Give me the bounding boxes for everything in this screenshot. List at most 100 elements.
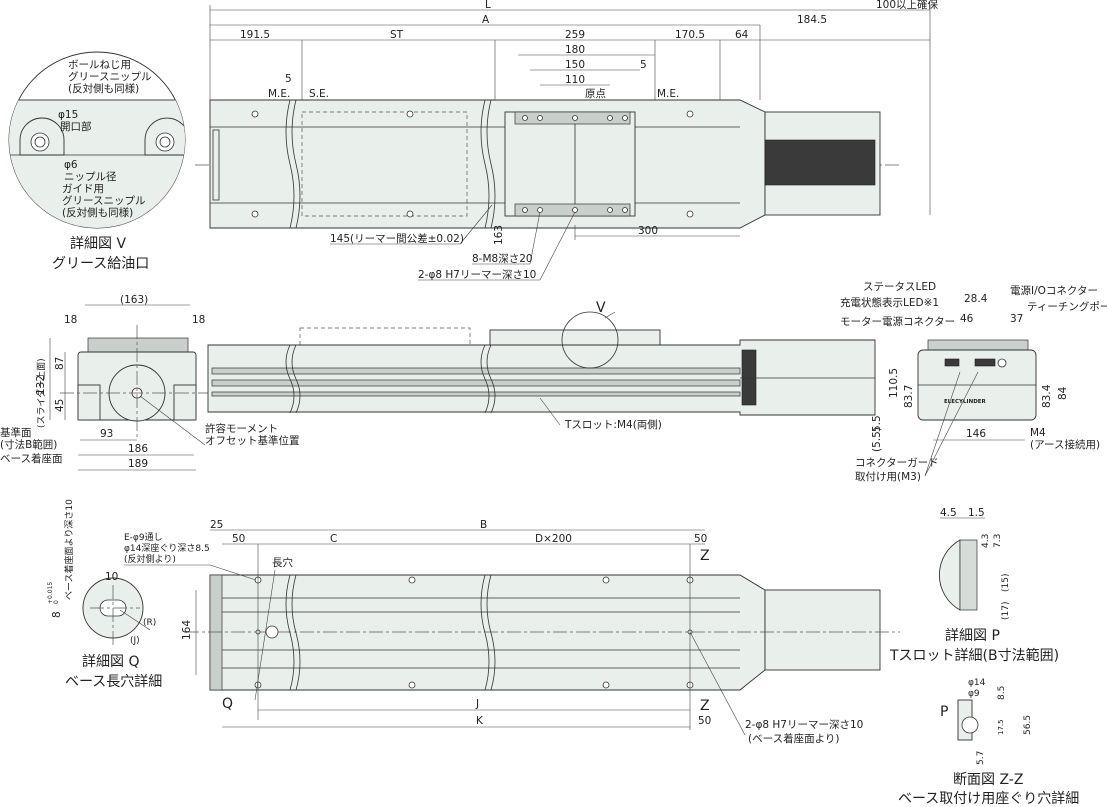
note-guide: ガイド用 (62, 183, 104, 195)
motor-fins (764, 139, 876, 186)
note-e-phi9: E-φ9通し (124, 532, 163, 543)
dim-15: (15) (1001, 574, 1011, 592)
dim-R: (R) (143, 618, 156, 628)
dim-8: 8 (51, 611, 63, 618)
dim-5-left: 5 (285, 73, 292, 85)
label-me-right: M.E. (657, 88, 679, 100)
dim-phi6: φ6 (64, 159, 78, 171)
label-status-led: ステータスLED (863, 281, 936, 293)
dim-phi15: φ15 (58, 109, 78, 121)
dim-phi9: φ9 (968, 689, 980, 699)
detail-q: 10 (R) (J) 8 +0.015 0 ベース着座面より深さ10 詳細図 Q… (47, 499, 162, 690)
dim-93: 93 (100, 428, 113, 440)
label-earth: (アース接続用) (1030, 438, 1100, 451)
label-me-left: M.E. (268, 88, 290, 100)
dim-5-5: 5.5 (871, 415, 883, 432)
dim-1-5: 1.5 (968, 507, 985, 519)
label-m4: M4 (1030, 427, 1046, 439)
note-reamer-hole: 2-φ8 H7リーマー深さ10 (418, 269, 536, 281)
note-m8-tap: 8-M8深さ20 (472, 253, 533, 265)
dim-163-ref: (163) (120, 294, 148, 306)
dim-83-7: 83.7 (903, 385, 915, 408)
label-teaching-port: ティーチングポート (1027, 300, 1107, 313)
side-view: V Tスロット:M4(両側) (207, 300, 876, 431)
note-slot-hole: 長穴 (272, 556, 293, 569)
note-reference-surface: 基準面 (0, 426, 32, 439)
section-z-bottom: Z (700, 698, 710, 714)
dim-phi14: φ14 (968, 678, 986, 688)
dim-300: 300 (638, 225, 658, 237)
note-counterbore: φ14深座ぐり深さ8.5 (124, 542, 210, 554)
dim-7-3: 7.3 (993, 534, 1003, 548)
slider-side (489, 329, 661, 346)
detail-q-title: 詳細図 Q (82, 654, 139, 670)
detail-p-subtitle: Tスロット詳細(B寸法範囲) (889, 647, 1059, 664)
section-z-top: Z (700, 548, 710, 564)
detail-v: ボールねじ用 グリースニップル (反対側も同様) φ15 開口部 φ6 ニップル… (8, 51, 186, 272)
dim-186: 186 (128, 443, 148, 455)
label-origin: 原点 (585, 88, 606, 100)
note-reamer-pitch: 145(リーマー間公差±0.02) (330, 232, 464, 245)
detail-p: 4.5 1.5 4.3 7.3 (15) (17) 詳細図 P Tスロット詳細(… (889, 507, 1059, 664)
note-slider-top: (スライダー上面) (35, 358, 47, 428)
dim-ST: ST (390, 29, 404, 41)
detail-q-subtitle: ベース長穴詳細 (65, 674, 162, 690)
dim-56-5: 56.5 (1023, 715, 1033, 735)
label-guard-m3: 取付け用(M3) (855, 470, 921, 483)
end-view-right: ELECYLINDER ステータスLED 充電状態表示LED※1 モーター電源コ… (840, 281, 1107, 483)
dim-5-7: 5.7 (976, 751, 986, 765)
dim-110: 110 (565, 74, 585, 86)
note-grease-nipple-2: グリースニップル (62, 194, 145, 207)
dim-L: L (485, 0, 491, 11)
top-dimensions: L A 191.5 ST 259 170.5 64 184.5 100以上確保 … (209, 0, 939, 245)
label-motor-connector: モーター電源コネクター (840, 315, 955, 328)
detail-v-title: 詳細図 V (70, 236, 126, 252)
slider-holes (251, 110, 694, 218)
dim-87: 87 (54, 357, 66, 370)
dim-50-bottom: 50 (698, 715, 711, 727)
note-from-base-seat: (ベース着座面より) (748, 732, 839, 745)
dim-K: K (476, 715, 484, 727)
dim-28-4: 28.4 (964, 293, 988, 305)
tol-plus: +0.015 (47, 582, 54, 604)
dim-100-clearance: 100以上確保 (876, 0, 939, 11)
dim-164: 164 (181, 620, 193, 640)
tol-zero: 0 (53, 600, 60, 604)
dim-A: A (482, 14, 490, 26)
elecylinder-logo: ELECYLINDER (944, 399, 987, 405)
section-zz-subtitle: ベース取付け用座ぐり穴詳細 (898, 791, 1079, 807)
note-nipple-dia: ニップル径 (64, 170, 117, 183)
dim-146: 146 (966, 428, 986, 440)
detail-q-callout: Q (222, 696, 233, 712)
section-zz-title: 断面図 Z-Z (953, 772, 1023, 788)
dim-10: 10 (105, 571, 118, 583)
dim-184-5: 184.5 (797, 14, 827, 26)
dim-25: 25 (210, 519, 223, 531)
dim-B: B (480, 519, 487, 531)
dim-180: 180 (565, 44, 585, 56)
end-view-left: (163) 18 18 132 (スライダー上面) 87 45 93 186 1… (0, 294, 300, 471)
dim-170-5: 170.5 (675, 29, 705, 41)
dim-46: 46 (960, 313, 974, 325)
dim-Dx200: D×200 (535, 533, 572, 545)
bottom-view: 25 B 50 C D×200 50 164 J K 50 Z Z E-φ9通し… (124, 519, 900, 745)
dim-8-5: 8.5 (997, 686, 1007, 700)
dim-5-right: 5 (640, 59, 647, 71)
dim-259: 259 (565, 29, 585, 41)
label-se: S.E. (309, 88, 329, 100)
detail-p-callout: P (940, 704, 948, 720)
dim-C: C (330, 533, 337, 545)
dim-17: (17) (1001, 602, 1011, 620)
note-opposite-side: (反対側より) (124, 553, 176, 565)
note-allowable-moment: 許容モーメント (205, 422, 278, 435)
dim-83-4: 83.4 (1041, 384, 1053, 408)
note-reamer-base: 2-φ8 H7リーマー深さ10 (745, 719, 863, 731)
label-io-connector: 電源I/Oコネクター (1010, 284, 1098, 297)
dim-J-ref: (J) (130, 636, 140, 646)
detail-p-title: 詳細図 P (945, 628, 1000, 644)
note-depth-10: ベース着座面より深さ10 (63, 499, 75, 600)
dim-163: 163 (493, 225, 505, 245)
dim-191-5: 191.5 (240, 29, 270, 41)
